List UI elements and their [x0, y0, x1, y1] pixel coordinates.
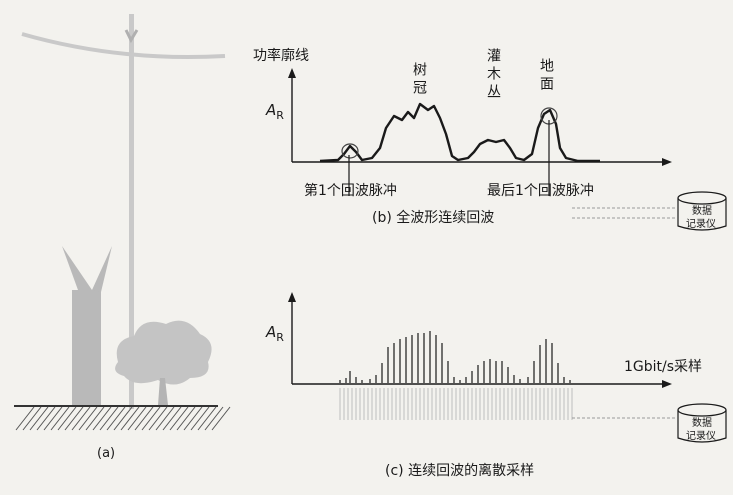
panel-c-sampling: AR 1Gbit/s采样 数据 记录仪 (c) 连续回波的离散采样	[265, 292, 727, 479]
ground-hatch-line	[29, 406, 49, 431]
panel-b-x-arrow-icon	[662, 158, 672, 166]
ground-hatch-line	[155, 406, 175, 431]
ground-hatch-line	[64, 406, 84, 431]
shrub-label-line2: 木	[485, 66, 501, 80]
panel-b-amplitude-symbol: A	[265, 101, 276, 119]
panel-c-amplitude-subscript: R	[276, 331, 284, 344]
ground-hatch-line	[15, 406, 35, 431]
panel-b-recorder-label-line2: 记录仪	[686, 218, 716, 230]
sample-bars	[339, 331, 571, 383]
power-profile-label: 功率廓线	[253, 47, 309, 64]
ground-hatch-line	[57, 406, 77, 431]
canopy-label-line2: 冠	[411, 80, 427, 95]
ground-label-line2: 面	[538, 76, 554, 90]
shrub-label-line3: 丛	[485, 84, 501, 98]
panel-c-caption: (c) 连续回波的离散采样	[385, 462, 534, 479]
first-pulse-label: 第1个回波脉冲	[304, 182, 397, 199]
ground-hatch-line	[148, 406, 168, 431]
ground-hatch-line	[85, 406, 105, 431]
ground-hatch-line	[183, 406, 203, 431]
panel-c-amplitude-label: AR	[265, 323, 284, 344]
tree-branch-left	[62, 246, 92, 290]
ground-hatch-line	[113, 406, 133, 431]
panel-b-y-arrow-icon	[288, 68, 296, 78]
ground-hatch-line	[162, 406, 182, 431]
ground-hatch-line	[176, 406, 196, 431]
canopy-label: 树冠	[411, 62, 427, 95]
ground-label-line1: 地	[538, 58, 554, 72]
ground-hatch-line	[22, 406, 42, 431]
shrub-label: 灌木丛	[485, 48, 501, 98]
ground-hatch	[15, 406, 231, 431]
first-pulse-circle	[341, 143, 359, 159]
panel-b-data-recorder-icon: 数据 记录仪	[677, 191, 727, 231]
panel-c-recorder-label-line2: 记录仪	[686, 430, 716, 442]
ground-hatch-line	[92, 406, 112, 431]
ground-hatch-line	[43, 406, 63, 431]
ground-hatch-line	[211, 406, 231, 431]
ground-hatch-line	[204, 406, 224, 431]
ground-hatch-line	[127, 406, 147, 431]
last-pulse-label: 最后1个回波脉冲	[487, 183, 594, 199]
panel-b-recorder-label-line1: 数据	[692, 204, 712, 217]
ground-hatch-line	[78, 406, 98, 431]
laser-beam-pole	[129, 14, 134, 409]
panel-b-caption: (b) 全波形连续回波	[372, 209, 494, 226]
panel-c-y-arrow-icon	[288, 292, 296, 302]
panel-b-amplitude-label: AR	[265, 101, 284, 122]
full-waveform-curve	[319, 102, 600, 163]
panel-a-caption: (a)	[97, 446, 115, 461]
shrub-stem	[158, 378, 168, 405]
panel-c-recorder-label-line1: 数据	[692, 416, 712, 429]
shrub-label-line1: 灌	[485, 48, 501, 62]
overhead-wire	[21, 32, 226, 60]
ground-hatch-line	[190, 406, 210, 431]
ground-hatch-line	[197, 406, 217, 431]
shrub-canopy	[115, 320, 212, 385]
ground-label: 地面	[538, 58, 554, 90]
ground-hatch-line	[71, 406, 91, 431]
tree-trunk	[72, 290, 101, 405]
beam-top-marker-icon	[124, 29, 139, 44]
ground-hatch-line	[134, 406, 154, 431]
ground-hatch-line	[106, 406, 126, 431]
ground-hatch-line	[141, 406, 161, 431]
ground-hatch-line	[120, 406, 140, 431]
panel-c-data-recorder-icon: 数据 记录仪	[677, 403, 727, 443]
sampling-grid	[339, 388, 573, 420]
ground-hatch-line	[99, 406, 119, 431]
ground-hatch-line	[169, 406, 189, 431]
panel-b-amplitude-subscript: R	[276, 109, 284, 122]
sampling-rate-label: 1Gbit/s采样	[624, 359, 702, 375]
ground-hatch-line	[36, 406, 56, 431]
canopy-label-line1: 树	[411, 62, 427, 77]
ground-hatch-line	[50, 406, 70, 431]
tree-branch-right	[92, 246, 112, 292]
panel-c-amplitude-symbol: A	[265, 323, 276, 341]
panel-c-x-arrow-icon	[662, 380, 672, 388]
panel-a-scene: (a)	[14, 14, 231, 461]
panel-b-waveform: 功率廓线 AR 树冠 灌木丛 地面 第1个回波脉冲 最后1个回波脉冲 (b) 全…	[253, 47, 727, 231]
